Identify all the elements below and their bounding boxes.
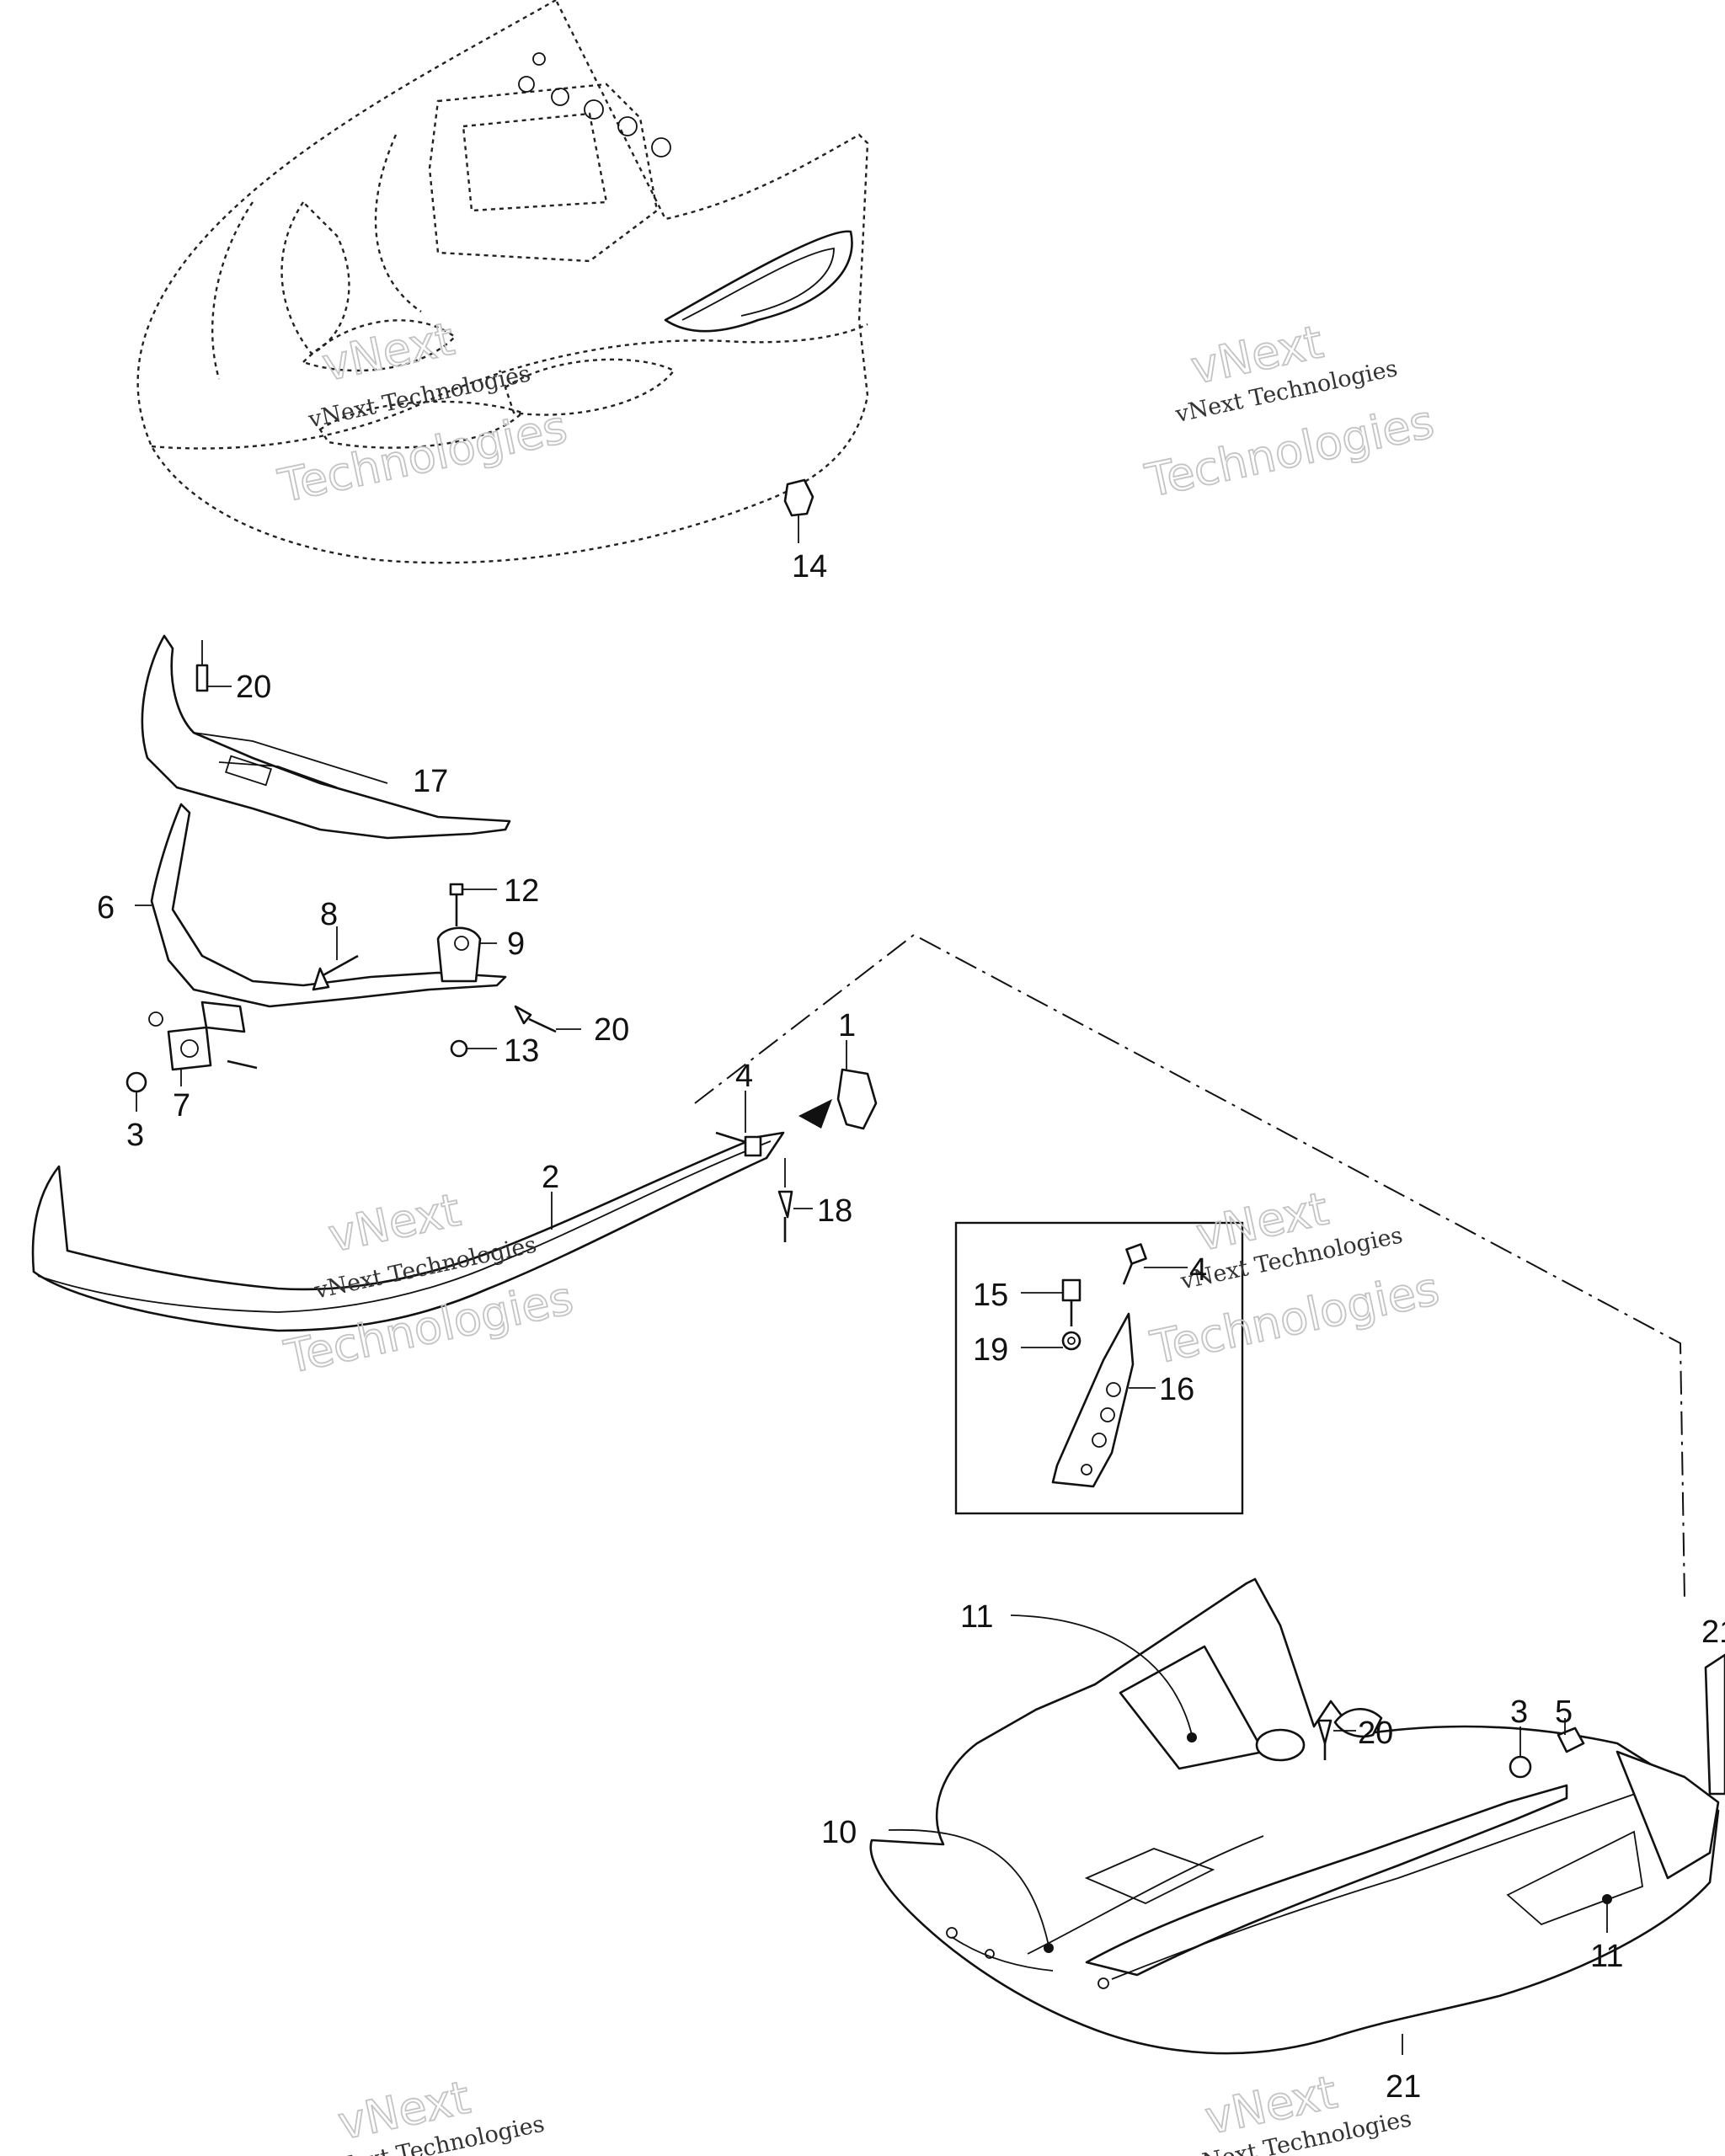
callout-5: 5 bbox=[1555, 1694, 1573, 1730]
watermark: vNext vNext Technologies Technologies bbox=[273, 312, 572, 514]
callout-20: 20 bbox=[1358, 1716, 1393, 1751]
rivet bbox=[777, 1158, 813, 1242]
rail bbox=[1557, 1718, 1585, 1753]
callout-13: 13 bbox=[504, 1033, 539, 1069]
watermark: vNext vNext Technologies bbox=[319, 2070, 547, 2156]
watermark: vNext vNext Technologies Technologies bbox=[1140, 314, 1439, 508]
callout-21: 21 bbox=[1701, 1614, 1725, 1650]
bolt bbox=[715, 1091, 762, 1157]
callout-8: 8 bbox=[320, 897, 338, 932]
mounting-bracket bbox=[148, 1001, 258, 1086]
callout-10: 10 bbox=[821, 1815, 857, 1850]
callout-9: 9 bbox=[507, 926, 525, 962]
callout-21: 21 bbox=[1386, 2069, 1421, 2105]
nut bbox=[450, 1039, 497, 1058]
callout-20: 20 bbox=[594, 1012, 629, 1048]
callout-1: 1 bbox=[838, 1008, 856, 1043]
phantom-lines bbox=[694, 933, 1685, 1601]
upper-support-bracket bbox=[141, 634, 511, 840]
hood-outline bbox=[136, 0, 869, 564]
callout-19: 19 bbox=[973, 1332, 1008, 1368]
callout-14: 14 bbox=[792, 549, 827, 584]
callout-4: 4 bbox=[1189, 1252, 1207, 1288]
callout-18: 18 bbox=[817, 1193, 852, 1229]
nut bbox=[126, 1071, 147, 1112]
leader-lines bbox=[888, 1614, 1612, 1953]
front-bumper bbox=[31, 1131, 785, 1332]
callout-20: 20 bbox=[236, 670, 271, 705]
callout-6: 6 bbox=[97, 890, 115, 926]
rivet bbox=[1316, 1719, 1356, 1760]
callout-3: 3 bbox=[126, 1118, 144, 1153]
callout-15: 15 bbox=[973, 1278, 1008, 1313]
nut bbox=[1509, 1726, 1532, 1779]
callout-3: 3 bbox=[1510, 1694, 1528, 1730]
callout-2: 2 bbox=[542, 1160, 559, 1195]
callout-12: 12 bbox=[504, 873, 539, 909]
rivet bbox=[312, 926, 359, 991]
support-frame bbox=[135, 803, 507, 1008]
bracket-plate bbox=[436, 926, 497, 983]
watermark: vNext vNext Technologies bbox=[1187, 2065, 1414, 2156]
watermark: vNext vNext Technologies Technologies bbox=[279, 1182, 578, 1385]
callout-7: 7 bbox=[173, 1088, 190, 1123]
callout-4: 4 bbox=[735, 1059, 753, 1094]
callout-17: 17 bbox=[413, 764, 448, 799]
belly-pan bbox=[869, 1577, 1725, 2055]
hood-clip bbox=[783, 478, 814, 543]
clip bbox=[798, 1040, 878, 1130]
callout-11: 11 bbox=[960, 1599, 993, 1635]
rivet bbox=[514, 1005, 581, 1033]
bolt bbox=[449, 883, 497, 926]
callouts: 14 20 17 6 12 8 9 20 13 7 3 1 4 2 18 15 … bbox=[97, 549, 1725, 2105]
callout-11: 11 bbox=[1590, 1939, 1623, 1974]
detail-inset bbox=[954, 1221, 1244, 1515]
callout-16: 16 bbox=[1159, 1372, 1194, 1407]
